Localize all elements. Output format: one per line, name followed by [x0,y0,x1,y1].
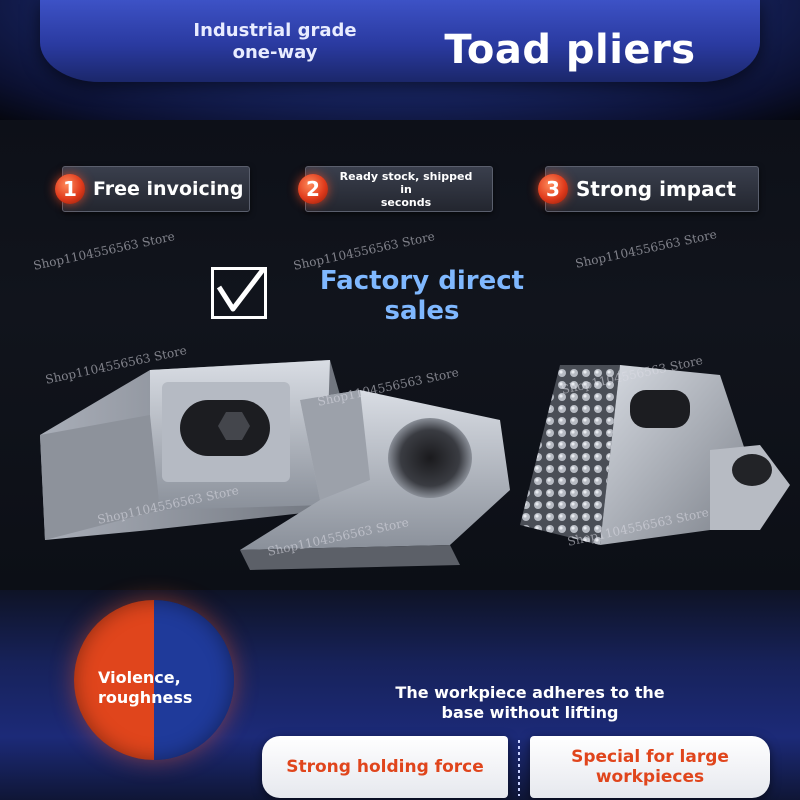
serrated-clamp-image [520,365,790,545]
feature-number-3: 3 [538,174,568,204]
adhere-caption: The workpiece adheres to the base withou… [340,683,720,723]
factory-line-1: Factory direct [319,266,525,296]
strong-holding-force-label: Strong holding force [262,736,508,798]
page-title: Toad pliers [444,27,696,73]
feature-number-2: 2 [298,174,328,204]
pill-right-line-1: Special for large [571,747,729,767]
feature-badge-2: 2 Ready stock, shipped in seconds [298,166,493,212]
feature-label-2-line-2: seconds [380,195,432,209]
factory-line-2: sales [384,296,460,326]
divider [518,740,520,796]
adhere-line-1: The workpiece adheres to the [395,683,665,702]
circle-line-2: roughness [98,688,193,707]
feature-badge-1: 1 Free invoicing [55,166,250,212]
feature-label-2: Ready stock, shipped in seconds [336,170,476,209]
large-workpieces-label: Special for large workpieces [530,736,770,798]
checkbox-checkmark-icon [211,267,267,319]
header-subtitle: Industrial grade one-way [150,20,400,64]
circle-line-1: Violence, [98,668,181,687]
feature-number-1: 1 [55,174,85,204]
feature-badge-3: 3 Strong impact [538,166,759,212]
header-panel [40,0,760,82]
feature-label-3: Strong impact [576,177,737,201]
violence-roughness-circle [74,600,234,760]
factory-direct-sales: Factory direct sales [316,266,528,326]
pill-right-line-2: workpieces [595,767,705,787]
toad-plier-clamp-image [40,360,510,570]
circle-label: Violence, roughness [98,668,208,708]
feature-label-2-line-1: Ready stock, shipped in [339,169,473,196]
feature-label-1: Free invoicing [93,178,244,200]
adhere-line-2: base without lifting [441,703,619,722]
subtitle-line-2: one-way [232,42,318,63]
subtitle-line-1: Industrial grade [193,20,357,41]
